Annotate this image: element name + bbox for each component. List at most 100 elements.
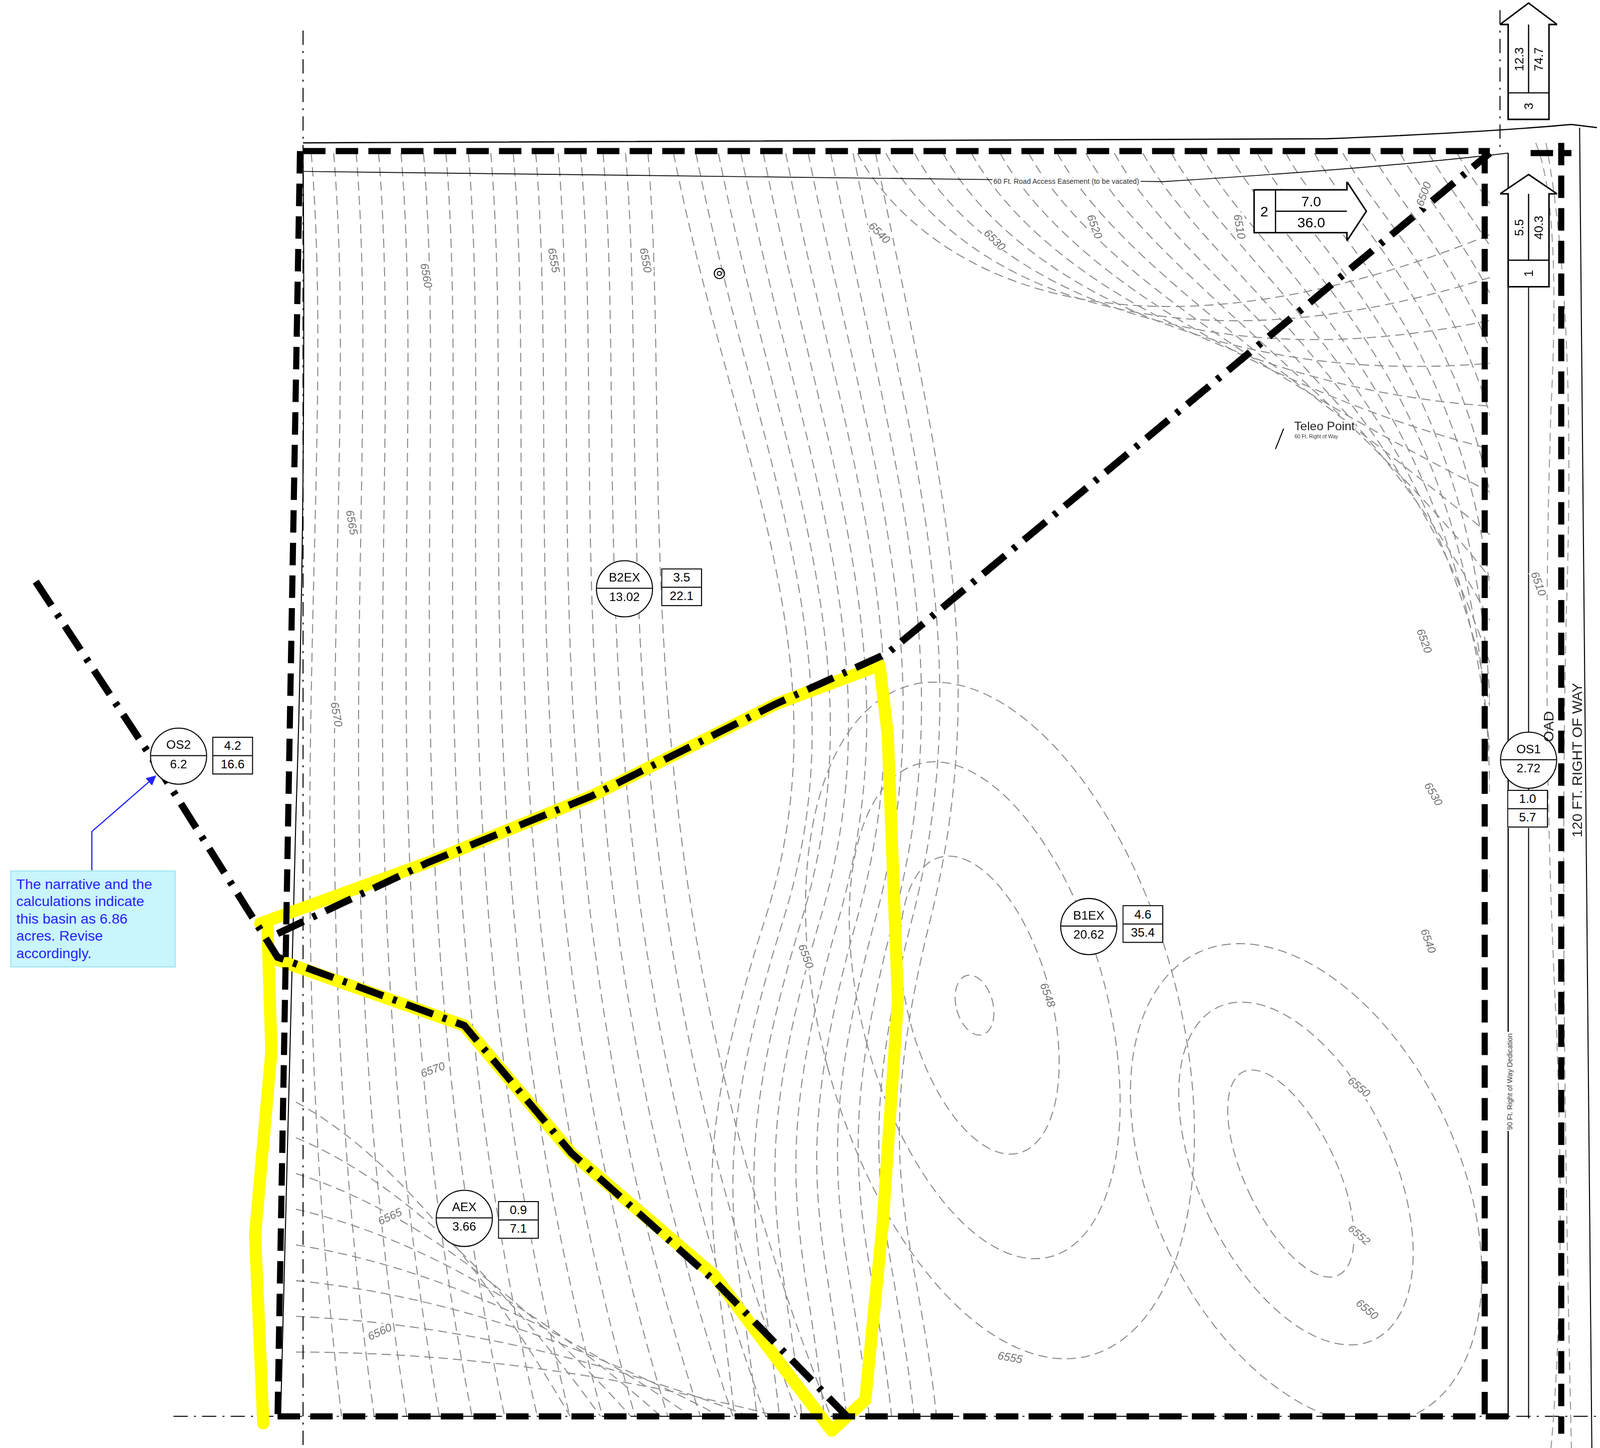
contour-label: 6565 [375, 1204, 405, 1228]
node-text: 35.4 [1123, 924, 1162, 942]
node-text: 6.2 [170, 757, 188, 772]
grid-line [1499, 10, 1501, 153]
basin-circle: B2EX 13.02 [595, 560, 654, 618]
contour-line [445, 153, 538, 1417]
map-label: Teleo Point [1293, 419, 1356, 434]
contour-label: 6510 [1528, 568, 1550, 599]
runoff-box: 4.216.6 [212, 736, 254, 775]
contour-line [1371, 153, 1490, 1007]
node-outline [1499, 2, 1557, 121]
node-text: 5.5 [1512, 218, 1527, 236]
map-label: 90 Ft. Right of Way Dedication [1506, 1032, 1515, 1131]
contour-label: 6550 [795, 940, 817, 971]
map-label: 120 FT. RIGHT OF WAY [1569, 682, 1585, 839]
node-text: 3.66 [452, 1219, 477, 1234]
contour-label: 6520 [1084, 211, 1106, 242]
grid-line [173, 1415, 1600, 1417]
contour-label: 6560 [364, 1320, 395, 1343]
contour-line [333, 153, 375, 1417]
contour-line [295, 1137, 602, 1417]
contour-label: 6570 [328, 699, 346, 729]
contour-line [852, 153, 940, 1417]
contour-line [1256, 153, 1490, 835]
node-text: B2EX [608, 570, 641, 585]
contour-line [740, 153, 849, 1417]
contour-line [295, 1351, 786, 1416]
basin-circle: B1EX20.62 [1060, 897, 1118, 955]
row-line [1527, 285, 1529, 1418]
contour-line [914, 153, 1490, 341]
node-text: B1EX [1073, 907, 1105, 923]
contour-line [830, 153, 922, 1417]
design-point-arrow: 15.540.3 [1499, 173, 1557, 288]
node-text: 2.72 [1516, 761, 1541, 776]
node-text: 13.02 [608, 589, 640, 605]
design-point-arrow: 312.374.7 [1499, 2, 1557, 121]
node-text: OS1 [1516, 741, 1541, 757]
review-comment: The narrative and the calculations indic… [10, 870, 176, 968]
contour-label: 6520 [1414, 625, 1436, 656]
contour-line [423, 153, 506, 1417]
divider-line [596, 587, 653, 589]
divider-line [151, 755, 207, 757]
easement-line [302, 153, 1508, 182]
contour-line [800, 732, 1169, 1289]
survey-symbol [714, 268, 725, 279]
divider-line [436, 1217, 492, 1219]
contour-line [1142, 153, 1490, 664]
contour-label: 6530 [981, 225, 1010, 254]
property-boundary [277, 142, 1572, 1434]
contour-line [763, 153, 867, 1417]
boundary-line [302, 124, 1597, 144]
node-text: 36.0 [1297, 214, 1326, 230]
node-text: 4.2 [213, 737, 252, 757]
divider-line [1500, 759, 1556, 761]
contour-label: 6565 [343, 507, 361, 537]
node-text: AEX [452, 1199, 477, 1215]
contour-line [295, 1280, 725, 1417]
node-text: 40.3 [1531, 215, 1546, 240]
basin-circle: OS26.2 [150, 727, 208, 785]
leader-line [1275, 428, 1284, 450]
node-text: 4.6 [1123, 905, 1162, 925]
contour-line [1114, 153, 1490, 621]
contour-label: 6550 [1345, 1073, 1374, 1101]
contour-line [718, 153, 831, 1417]
contour-label: 6540 [865, 218, 894, 247]
contour-line [737, 638, 1262, 1402]
contour-label: 6550 [637, 245, 655, 275]
node-text: 74.7 [1531, 46, 1546, 71]
contour-line [558, 153, 702, 1417]
node-text: The narrative and the calculations indic… [16, 875, 170, 963]
survey-symbol [717, 271, 722, 276]
contour-line [1228, 153, 1490, 792]
contour-line [1000, 153, 1490, 450]
contour-line [1085, 153, 1490, 578]
leader-arrow [91, 776, 156, 871]
contour-line [295, 1316, 756, 1417]
contour-line [356, 153, 408, 1417]
divider-line [1061, 925, 1117, 927]
road-contour [1545, 142, 1572, 1448]
contour-line [696, 153, 813, 1417]
node-text: 7.0 [1301, 193, 1322, 208]
map-label: 60 Ft. Road Access Easement (to be vacat… [992, 177, 1141, 186]
contour-line [673, 153, 795, 1417]
contour-line [942, 153, 1490, 367]
node-text: 0.9 [498, 1201, 538, 1221]
runoff-box: 0.97.1 [497, 1200, 539, 1239]
map-label: 60 Ft. Right of Way [1293, 433, 1340, 440]
contour-line [1400, 153, 1490, 1050]
contour-line [1199, 153, 1490, 750]
contour-line [948, 970, 1001, 1040]
contour-line [490, 153, 603, 1417]
runoff-box: 4.635.4 [1122, 904, 1164, 943]
contour-line [1201, 1052, 1381, 1295]
runoff-box: 1.05.7 [1507, 789, 1549, 828]
node-text: 22.1 [662, 587, 701, 606]
node-text: 5.7 [1508, 809, 1547, 827]
node-text: 12.3 [1512, 46, 1527, 71]
contour-label: 6552 [1345, 1220, 1374, 1248]
